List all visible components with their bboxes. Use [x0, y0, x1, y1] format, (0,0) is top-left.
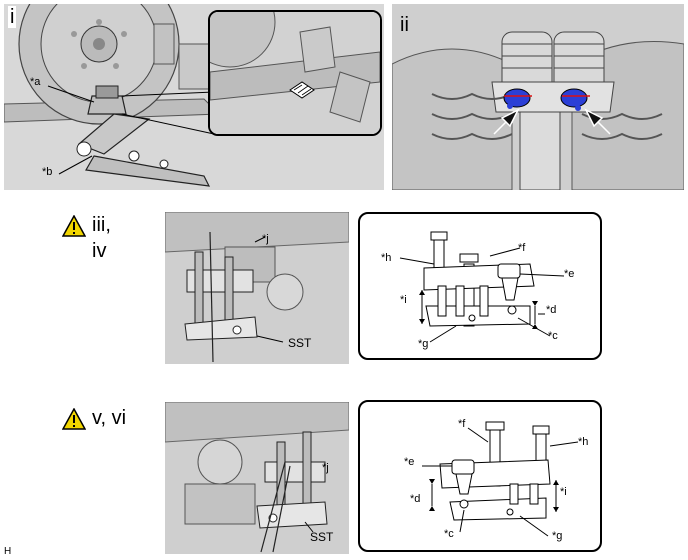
warning-icon	[62, 215, 86, 237]
photo-label-j-2: *j	[322, 462, 329, 474]
photo-label-j-1: *j	[262, 233, 269, 245]
diagram-label-d-2: *d	[410, 493, 421, 505]
diagram-label-g-1: *g	[418, 338, 429, 350]
step-label-iii-iv-line2: iv	[92, 240, 107, 262]
diagram-label-e-2: *e	[404, 456, 415, 468]
diagram-label-i-1: *i	[400, 294, 407, 306]
diagram-label-f-1: *f	[518, 242, 526, 254]
arrow-left-icon	[493, 108, 520, 135]
step-label-v-vi: v, vi	[92, 407, 127, 429]
diagram-label-c-1: *c	[548, 330, 558, 342]
photo-label-sst-2: SST	[310, 530, 334, 544]
diagram-label-g-2: *g	[552, 530, 563, 542]
diagram-label-h-1: *h	[381, 252, 392, 264]
step-label-iii-iv-line1: iii,	[92, 214, 111, 236]
diagram-label-c-2: *c	[444, 528, 454, 540]
diagram-label-e-1: *e	[564, 268, 575, 280]
panel-iii-photo	[165, 212, 349, 364]
diagram-label-d-1: *d	[546, 304, 557, 316]
photo-label-sst-1: SST	[288, 336, 312, 350]
panel-ii-photo	[392, 4, 684, 190]
figure-code: H	[4, 546, 12, 557]
diagram-label-h-2: *h	[578, 436, 589, 448]
warning-icon	[62, 408, 86, 430]
step-label-ii: ii	[400, 14, 409, 36]
label-b: *b	[42, 166, 53, 178]
diagram-label-f-2: *f	[458, 418, 466, 430]
panel-v-photo	[165, 402, 349, 554]
panel-v-diagram	[358, 400, 602, 552]
panel-i-inset	[208, 10, 382, 136]
step-label-i: i	[8, 6, 17, 28]
diagram-label-i-2: *i	[560, 486, 567, 498]
panel-iii-diagram	[358, 212, 602, 360]
arrow-right-icon	[584, 108, 611, 135]
label-a: *a	[30, 76, 41, 88]
